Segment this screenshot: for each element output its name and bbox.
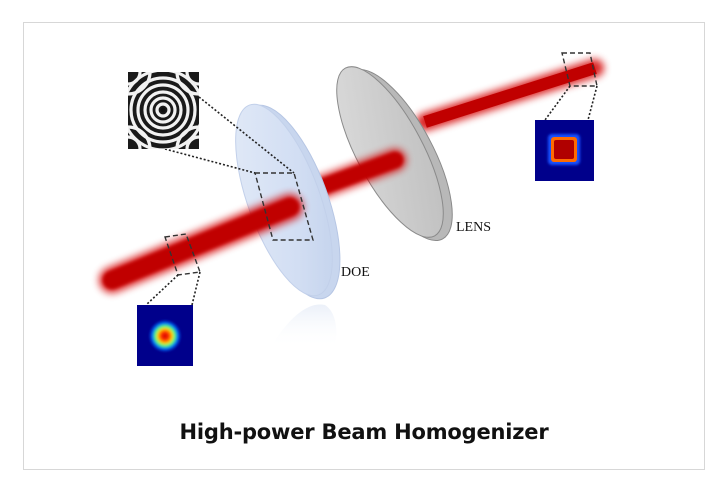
cross-section-input	[164, 233, 201, 276]
beam-output-segment	[416, 59, 604, 131]
doe-reflection	[270, 304, 337, 348]
output-flat-top-profile-inset	[535, 120, 594, 181]
cross-section-doe	[254, 172, 314, 241]
beam-input-segment	[99, 194, 303, 293]
leader-lines	[145, 85, 598, 306]
doe-label: DOE	[341, 265, 370, 280]
figure-title: High-power Beam Homogenizer	[179, 420, 549, 444]
input-gaussian-profile-inset	[137, 305, 193, 366]
lens-label: LENS	[456, 220, 491, 235]
cross-section-output	[561, 52, 598, 87]
doe-phase-pattern-inset	[128, 72, 199, 149]
